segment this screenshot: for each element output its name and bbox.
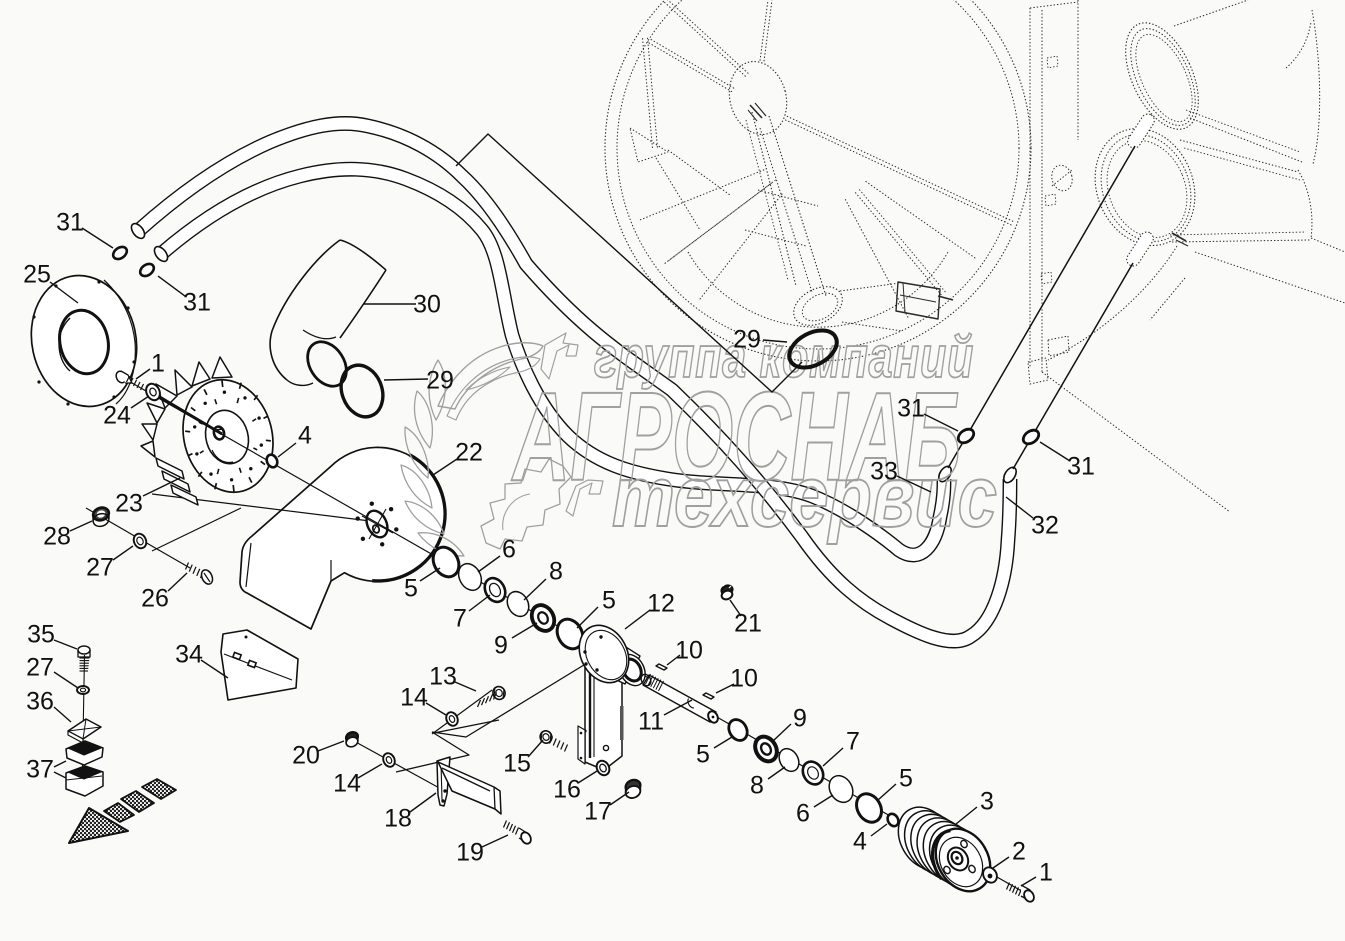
svg-text:6: 6 (502, 536, 516, 564)
svg-text:23: 23 (115, 490, 143, 518)
svg-text:20: 20 (292, 742, 320, 770)
svg-text:24: 24 (103, 402, 131, 430)
svg-text:5: 5 (602, 587, 616, 615)
svg-text:25: 25 (23, 261, 51, 289)
svg-text:31: 31 (56, 209, 84, 237)
svg-text:32: 32 (1031, 512, 1059, 540)
svg-text:29: 29 (426, 367, 454, 395)
svg-text:17: 17 (584, 798, 612, 826)
svg-text:35: 35 (27, 621, 55, 649)
svg-text:34: 34 (175, 641, 203, 669)
svg-text:28: 28 (43, 523, 71, 551)
svg-text:1: 1 (151, 350, 165, 378)
svg-text:1: 1 (1039, 859, 1053, 887)
svg-text:9: 9 (793, 705, 807, 733)
svg-text:8: 8 (750, 772, 764, 800)
svg-text:10: 10 (730, 665, 758, 693)
svg-text:18: 18 (384, 805, 412, 833)
svg-text:4: 4 (853, 828, 867, 856)
svg-text:8: 8 (549, 558, 563, 586)
svg-text:29: 29 (733, 326, 761, 354)
svg-text:30: 30 (413, 291, 441, 319)
svg-text:10: 10 (675, 637, 703, 665)
svg-text:16: 16 (553, 776, 581, 804)
svg-text:11: 11 (638, 708, 664, 736)
svg-text:31: 31 (183, 289, 211, 317)
svg-text:15: 15 (503, 750, 531, 778)
svg-text:13: 13 (429, 663, 457, 691)
svg-text:6: 6 (796, 800, 810, 828)
svg-text:14: 14 (400, 684, 428, 712)
svg-text:36: 36 (26, 688, 54, 716)
svg-text:33: 33 (870, 458, 898, 486)
svg-text:27: 27 (26, 654, 54, 682)
svg-text:9: 9 (494, 632, 508, 660)
svg-text:5: 5 (404, 575, 418, 603)
svg-text:37: 37 (26, 756, 54, 784)
svg-text:26: 26 (141, 585, 169, 613)
svg-text:АГРОСНАБ: АГРОСНАБ (511, 366, 961, 507)
svg-text:5: 5 (696, 741, 710, 769)
svg-text:21: 21 (734, 610, 762, 638)
svg-text:31: 31 (897, 395, 925, 423)
svg-text:27: 27 (86, 554, 114, 582)
svg-text:7: 7 (846, 728, 860, 756)
svg-text:3: 3 (980, 788, 994, 816)
svg-text:22: 22 (455, 439, 483, 467)
svg-text:12: 12 (647, 590, 675, 618)
svg-text:техсервис: техсервис (612, 449, 997, 545)
svg-text:5: 5 (899, 765, 913, 793)
svg-text:31: 31 (1067, 453, 1095, 481)
svg-text:19: 19 (456, 839, 484, 867)
svg-text:14: 14 (333, 770, 361, 798)
svg-text:4: 4 (298, 422, 312, 450)
svg-text:2: 2 (1012, 838, 1026, 866)
svg-text:7: 7 (453, 605, 467, 633)
